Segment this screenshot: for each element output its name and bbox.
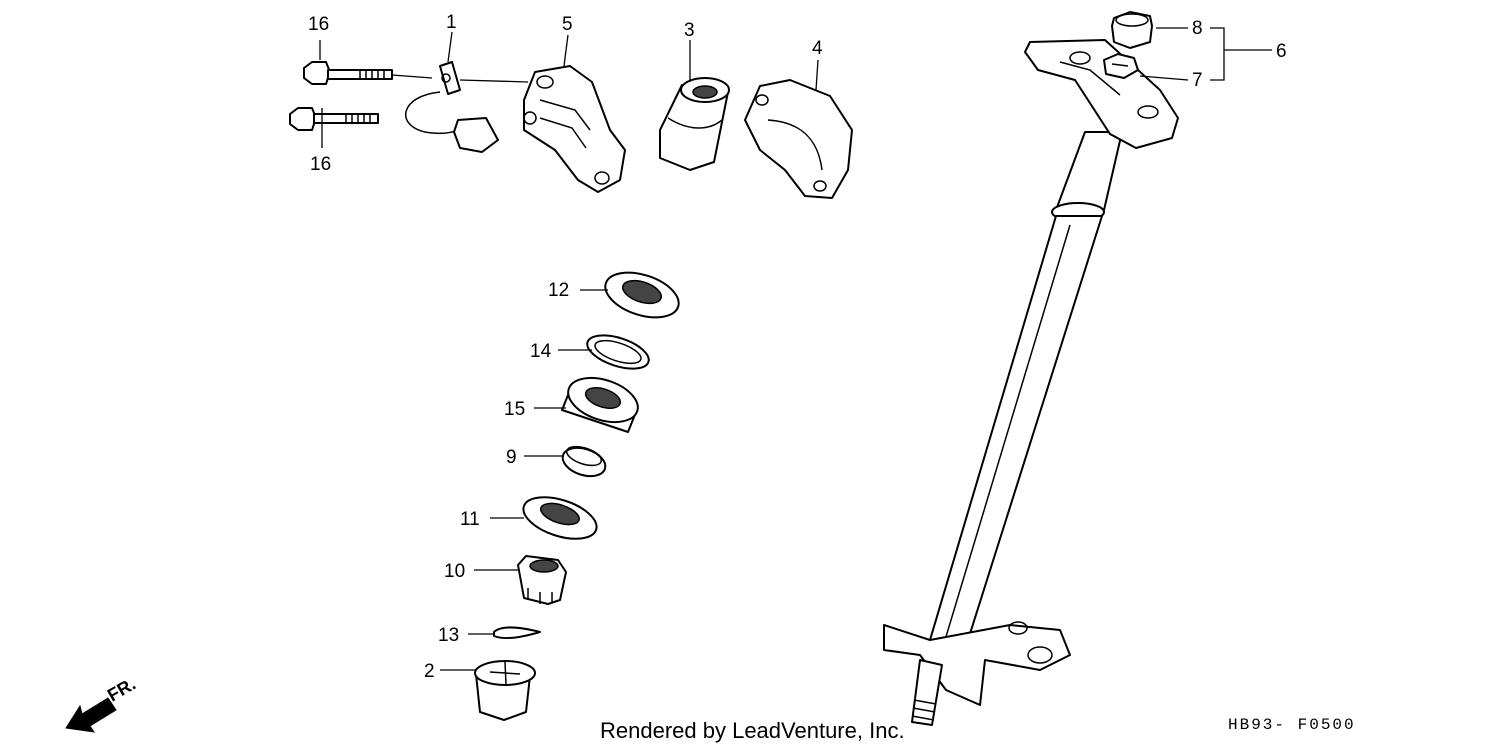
callout-labels: 16 16 1 5 3 4 8 7 6 12 14 15 9 11 10 13 … <box>308 12 1287 682</box>
callout-16-upper: 16 <box>308 14 329 35</box>
callout-5: 5 <box>562 14 573 35</box>
cap-nut-part-8[interactable] <box>1111 11 1153 49</box>
callout-16-lower: 16 <box>310 154 331 175</box>
holder-part-4[interactable] <box>744 79 853 199</box>
bushing-part-3[interactable] <box>659 77 730 171</box>
cable-clip-part-1[interactable] <box>405 61 499 153</box>
bearing-part-15[interactable] <box>561 370 643 433</box>
callout-13: 13 <box>438 625 459 646</box>
callout-4: 4 <box>812 38 823 59</box>
holder-part-5[interactable] <box>523 65 626 193</box>
callout-3: 3 <box>684 20 695 41</box>
callout-14: 14 <box>530 341 552 362</box>
callout-2: 2 <box>424 661 435 682</box>
front-arrow-icon <box>65 697 117 733</box>
watermark-text: Rendered by LeadVenture, Inc. <box>600 718 905 743</box>
callout-9: 9 <box>506 447 517 468</box>
callout-6: 6 <box>1276 41 1287 62</box>
steering-shaft[interactable] <box>883 39 1179 726</box>
callout-10: 10 <box>444 561 465 582</box>
callout-12: 12 <box>548 280 569 301</box>
cotter-pin-part-13[interactable] <box>493 626 541 640</box>
bolt-part-16-upper[interactable] <box>303 61 393 85</box>
nut-part-7[interactable] <box>1103 53 1139 79</box>
oil-seal-part-11[interactable] <box>518 489 601 547</box>
circlip-part-14[interactable] <box>583 329 653 375</box>
callout-11: 11 <box>460 509 480 530</box>
callout-8: 8 <box>1192 18 1203 39</box>
front-direction-indicator: FR. <box>65 674 139 733</box>
oil-seal-part-12[interactable] <box>600 264 685 326</box>
bolt-part-16-lower[interactable] <box>289 107 379 131</box>
callout-15: 15 <box>504 399 525 420</box>
leader-lines <box>319 27 1272 671</box>
diagram-code: HB93- F0500 <box>1228 716 1356 734</box>
callout-1: 1 <box>446 12 457 33</box>
castle-nut-part-10[interactable] <box>517 555 567 605</box>
callout-7: 7 <box>1192 70 1203 91</box>
cap-part-2[interactable] <box>474 660 536 721</box>
collar-part-9[interactable] <box>559 443 609 481</box>
